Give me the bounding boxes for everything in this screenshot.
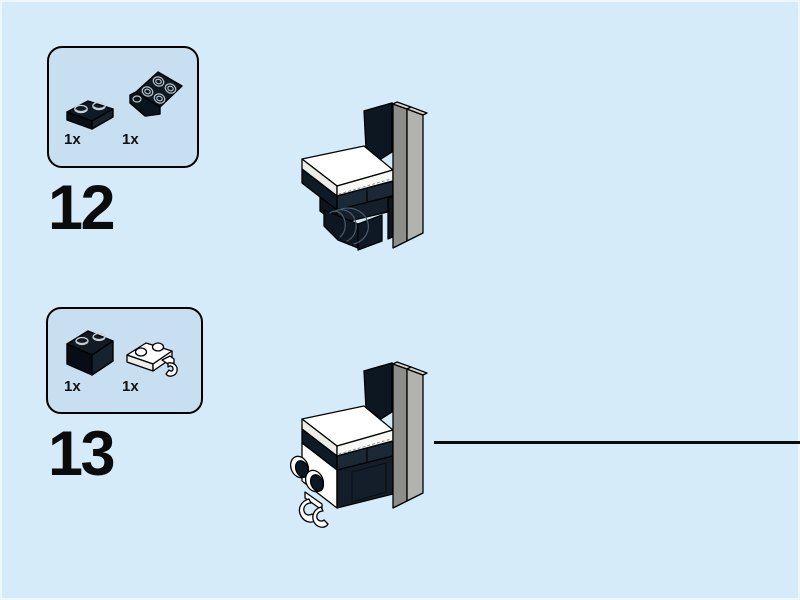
part-quantity: 1x bbox=[122, 378, 139, 395]
white-plate bbox=[301, 405, 394, 457]
black-bracket-1x2-2x2-icon bbox=[129, 71, 183, 117]
black-plate-1x2-icon bbox=[66, 100, 114, 130]
stud-tick-line bbox=[338, 178, 392, 195]
bracket-underside bbox=[323, 209, 383, 251]
anti-stud-arcs bbox=[329, 207, 369, 245]
step-divider-line bbox=[434, 441, 800, 444]
step-12-number: 12 bbox=[48, 173, 116, 243]
step-13-assembly-image bbox=[290, 361, 428, 528]
step-13-number: 13 bbox=[48, 419, 116, 489]
white-plate-1x2-with-clip-icon bbox=[126, 342, 178, 377]
dark-plates bbox=[301, 428, 394, 471]
clip-hooks bbox=[298, 491, 329, 528]
step-12-parts-callout bbox=[47, 46, 199, 168]
black-brick-1x2-icon bbox=[66, 330, 114, 376]
white-plate bbox=[301, 145, 394, 197]
part-quantity: 1x bbox=[122, 131, 139, 148]
part-quantity: 1x bbox=[64, 131, 81, 148]
part-quantity: 1x bbox=[64, 378, 81, 395]
stud-tick-line bbox=[338, 438, 392, 455]
gray-panel bbox=[387, 101, 428, 249]
gray-panel bbox=[392, 361, 428, 509]
step-12-assembly-image bbox=[301, 101, 428, 251]
round-tiles bbox=[290, 455, 325, 493]
